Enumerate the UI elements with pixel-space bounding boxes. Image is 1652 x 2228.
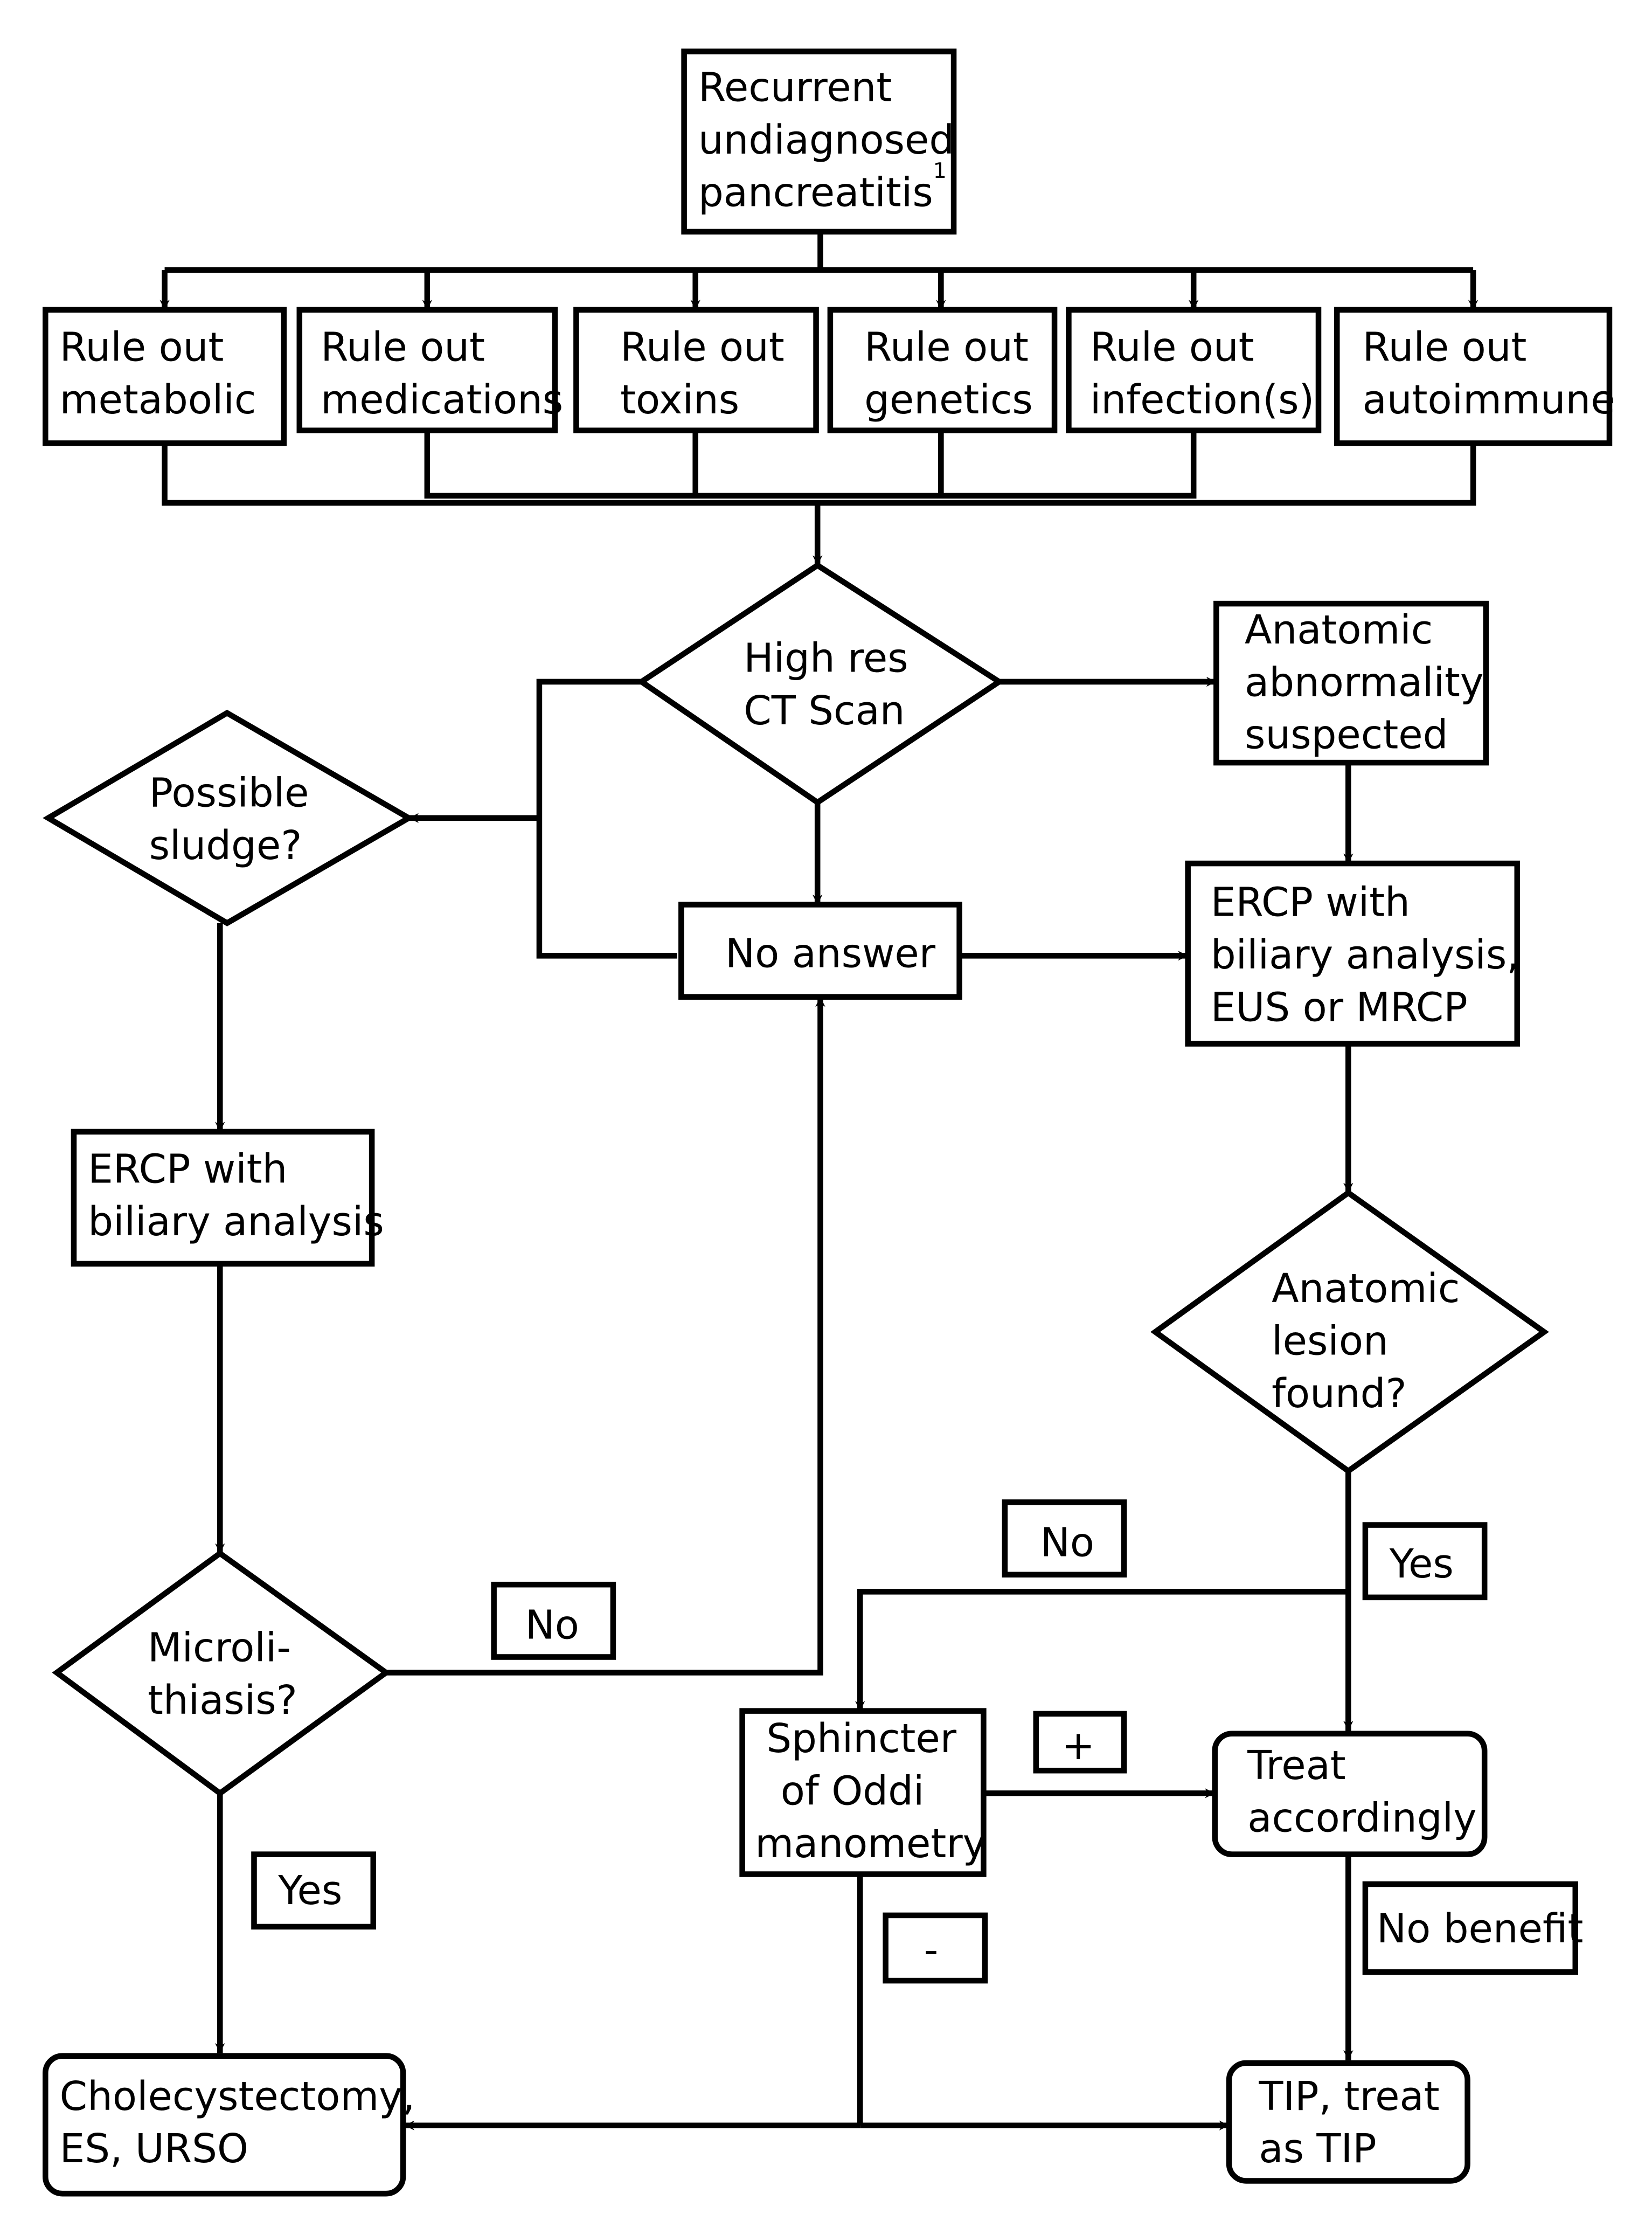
label-yes-microlithiasis: Yes: [251, 1851, 377, 1930]
ercp-biliary-line1: ERCP with: [88, 1147, 287, 1193]
anatomic-lesion-line3: found?: [1272, 1371, 1407, 1417]
rule-out-line2: autoimmune: [1363, 377, 1615, 423]
connectors: [159, 231, 1479, 2130]
cholecystectomy-line1: Cholecystectomy,: [60, 2074, 415, 2120]
label-no-benefit: No benefit: [1362, 1881, 1583, 1975]
rule-out-metabolic: Rule out metabolic: [43, 307, 287, 446]
anatomic-lesion-line2: lesion: [1272, 1318, 1389, 1364]
rule-out-line2: toxins: [620, 377, 739, 423]
possible-sludge-decision: Possible sludge?: [43, 709, 415, 926]
treat-accordingly-box: Treat accordingly: [1212, 1731, 1488, 1857]
label-yes-lesion: Yes: [1362, 1522, 1488, 1601]
rule-out-line1: Rule out: [1090, 325, 1254, 371]
sphincter-line2: of Oddi: [781, 1768, 925, 1814]
label-minus-text: -: [924, 1927, 939, 1973]
ct-scan-line2: CT Scan: [744, 688, 905, 734]
possible-sludge-line2: sludge?: [149, 823, 302, 869]
microlithiasis-decision: Microli- thiasis?: [52, 1549, 391, 1797]
rule-out-line1: Rule out: [1363, 325, 1527, 371]
start-footnote: 1: [933, 158, 947, 183]
start-line2: undiagnosed: [698, 117, 954, 163]
label-plus-text: +: [1061, 1723, 1095, 1769]
microlithiasis-line1: Microli-: [148, 1625, 291, 1671]
ercp-biliary-box: ERCP with biliary analysis: [71, 1129, 384, 1267]
start-node: Recurrent undiagnosed pancreatitis1: [681, 49, 957, 235]
treat-line2: accordingly: [1247, 1795, 1476, 1841]
label-plus: +: [1033, 1711, 1127, 1774]
anatomic-lesion-line1: Anatomic: [1272, 1266, 1460, 1312]
sphincter-of-oddi-box: Sphincter of Oddi manometry: [739, 1708, 987, 1877]
start-line3: pancreatitis: [698, 170, 933, 216]
label-no-micro-text: No: [525, 1602, 579, 1648]
rule-out-line2: infection(s): [1090, 377, 1314, 423]
label-no-lesion-text: No: [1040, 1520, 1094, 1566]
tip-line1: TIP, treat: [1258, 2074, 1439, 2120]
rule-out-toxins: Rule out toxins: [573, 307, 819, 433]
ercp-biliary-line2: biliary analysis: [88, 1199, 384, 1245]
ercp-eus-mrcp-box: ERCP with biliary analysis, EUS or MRCP: [1185, 860, 1521, 1047]
anatomic-abnormality-suspected: Anatomic abnormality suspected: [1213, 600, 1489, 766]
rule-out-line2: medications: [321, 377, 563, 423]
treat-line1: Treat: [1247, 1743, 1345, 1789]
label-yes-micro-text: Yes: [277, 1868, 342, 1914]
anatomic-suspected-line3: suspected: [1245, 712, 1448, 758]
label-no-benefit-text: No benefit: [1377, 1906, 1583, 1952]
label-minus: -: [883, 1912, 988, 1984]
rule-out-line1: Rule out: [864, 325, 1029, 371]
rule-out-line1: Rule out: [60, 325, 224, 371]
connector-ruleout-inner: [424, 430, 1197, 499]
possible-sludge-line1: Possible: [149, 771, 309, 817]
no-answer-box: No answer: [678, 902, 962, 1000]
ercp-eus-line1: ERCP with: [1211, 880, 1410, 926]
label-no-microlithiasis: No: [491, 1581, 616, 1660]
rule-out-line1: Rule out: [620, 325, 785, 371]
tip-line2: as TIP: [1259, 2126, 1376, 2172]
microlithiasis-line2: thiasis?: [148, 1678, 297, 1724]
anatomic-suspected-line2: abnormality: [1245, 660, 1483, 705]
svg-text:pancreatitis1: pancreatitis1: [698, 158, 947, 216]
anatomic-suspected-line1: Anatomic: [1245, 607, 1433, 653]
ercp-eus-line3: EUS or MRCP: [1211, 985, 1468, 1030]
rule-out-line1: Rule out: [321, 325, 485, 371]
start-line1: Recurrent: [698, 65, 892, 111]
rule-out-autoimmune: Rule out autoimmune: [1334, 307, 1615, 446]
rule-out-line2: metabolic: [60, 377, 256, 423]
label-no-lesion: No: [1002, 1499, 1127, 1578]
ercp-eus-line2: biliary analysis,: [1211, 932, 1519, 978]
arrow-microlithiasis-no-to-no-answer: [386, 997, 825, 1676]
rule-out-medications: Rule out medications: [296, 307, 563, 433]
rule-out-infections: Rule out infection(s): [1066, 307, 1322, 433]
no-answer-label: No answer: [725, 931, 936, 977]
tip-box: TIP, treat as TIP: [1226, 2060, 1470, 2184]
anatomic-lesion-decision: Anatomic lesion found?: [1150, 1189, 1549, 1475]
sphincter-line1: Sphincter: [766, 1716, 956, 1762]
cholecystectomy-box: Cholecystectomy, ES, URSO: [43, 2053, 415, 2197]
arrow-lesion-no-to-sphincter: [855, 1589, 1349, 1711]
connector-ct-left-bracket: [536, 679, 677, 959]
ct-scan-line1: High res: [744, 636, 908, 682]
sphincter-line3: manometry: [755, 1821, 986, 1867]
label-yes-lesion-text: Yes: [1389, 1541, 1454, 1587]
rule-out-line2: genetics: [864, 377, 1033, 423]
cholecystectomy-line2: ES, URSO: [60, 2126, 248, 2172]
ct-scan-decision: High res CT Scan: [636, 562, 1004, 806]
rule-out-genetics: Rule out genetics: [827, 307, 1058, 433]
